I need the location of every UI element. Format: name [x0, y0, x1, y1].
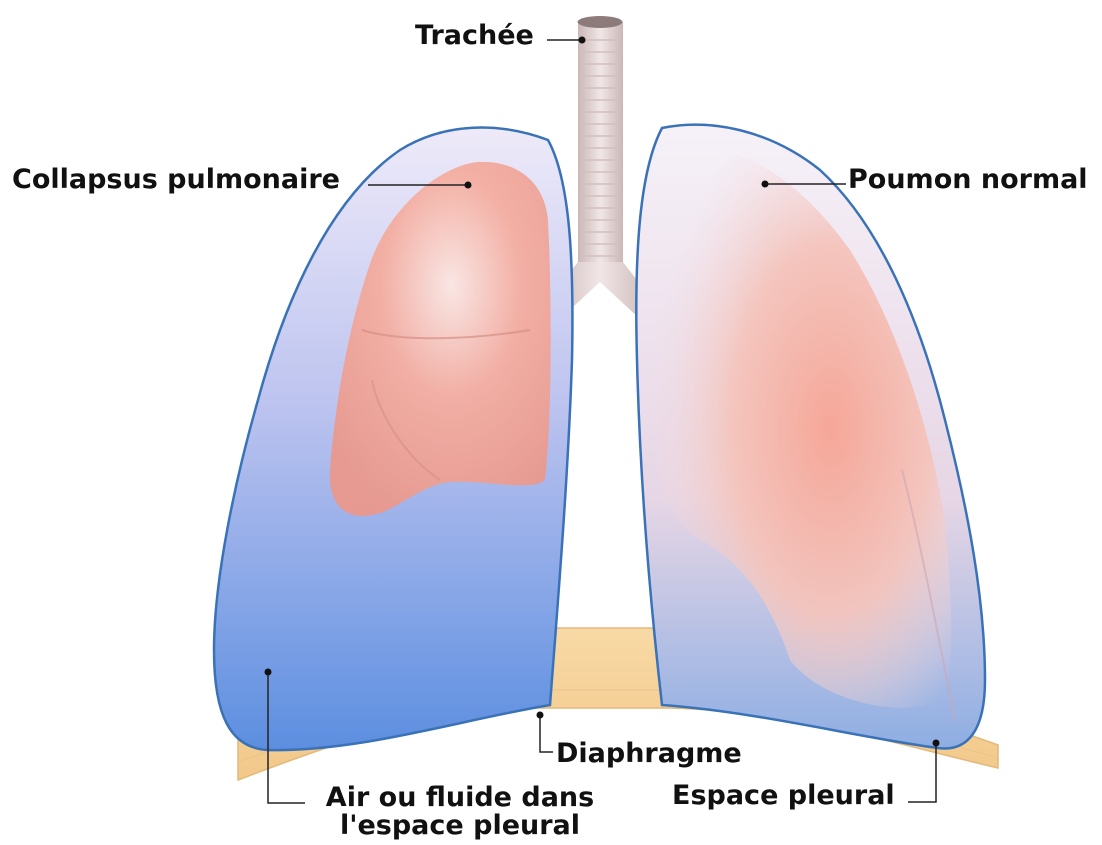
normal-lung-label: Poumon normal [848, 166, 1088, 194]
pleural-space-label: Espace pleural [672, 782, 895, 810]
trachea-label: Trachée [415, 22, 534, 50]
diaphragm-label: Diaphragme [556, 740, 742, 768]
air-fluid-label: Air ou fluide dans l'espace pleural [310, 784, 610, 841]
air-fluid-label-line2: l'espace pleural [310, 812, 610, 840]
collapsed-lung-label: Collapsus pulmonaire [12, 166, 340, 194]
air-fluid-label-line1: Air ou fluide dans [310, 784, 610, 812]
